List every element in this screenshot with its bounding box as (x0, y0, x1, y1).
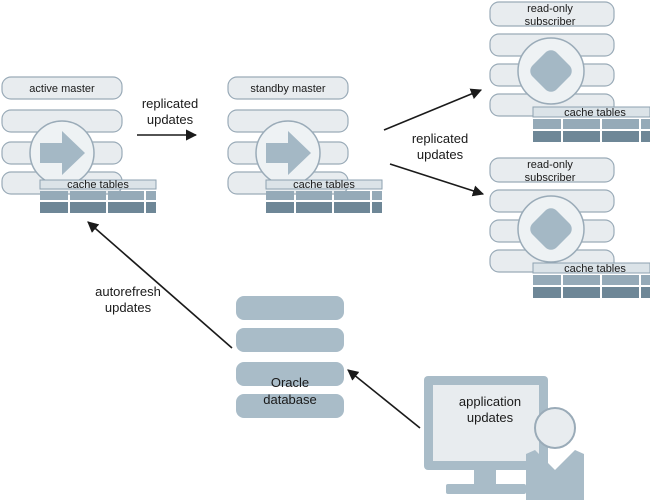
arrow-application-to-oracle (347, 369, 421, 429)
subscriber-label-line1: read-only (527, 159, 573, 171)
active-master-label: active master (29, 83, 95, 95)
application-label-line2: updates (467, 410, 514, 425)
edge-label-line2: updates (105, 300, 152, 315)
cache-tables-label: cache tables (67, 179, 129, 191)
cache-tables: cache tables (265, 179, 383, 213)
application-node: application updates (424, 376, 584, 500)
subscriber-label-line2: subscriber (525, 172, 576, 184)
arrow-oracle-to-active (87, 221, 233, 349)
arrow-right-icon (255, 120, 321, 186)
cache-tables-label: cache tables (564, 263, 626, 275)
cache-tables: cache tables (532, 262, 650, 298)
edge-label-line1: replicated (412, 131, 468, 146)
edge-label-line2: updates (417, 147, 464, 162)
subscriber-top-node: read-only subscriber cache tables (489, 1, 650, 142)
active-master-node: active master cache tables (1, 76, 157, 213)
cache-tables-label: cache tables (564, 107, 626, 119)
oracle-label-line2: database (263, 392, 317, 407)
edge-label-line1: autorefresh (95, 284, 161, 299)
subscriber-bottom-node: read-only subscriber cache tables (489, 157, 650, 298)
subscriber-label-line2: subscriber (525, 16, 576, 28)
arrow-standby-to-subscriber-top (383, 88, 483, 131)
oracle-label-line1: Oracle (271, 375, 309, 390)
oracle-database-node: Oracle database (236, 296, 344, 418)
arrow-right-icon (29, 120, 95, 186)
edge-label-line2: updates (147, 112, 194, 127)
application-label-line1: application (459, 394, 521, 409)
diamond-icon (517, 37, 585, 105)
subscriber-label-line1: read-only (527, 3, 573, 15)
cache-tables: cache tables (532, 106, 650, 142)
standby-master-node: standby master cache tables (227, 76, 383, 213)
edge-label-line1: replicated (142, 96, 198, 111)
arrow-standby-to-subscriber-bottom (389, 163, 485, 197)
standby-master-label: standby master (250, 83, 326, 95)
diamond-icon (517, 195, 585, 263)
cache-tables-label: cache tables (293, 179, 355, 191)
monitor-user-icon (424, 376, 584, 500)
cache-tables: cache tables (39, 179, 157, 213)
